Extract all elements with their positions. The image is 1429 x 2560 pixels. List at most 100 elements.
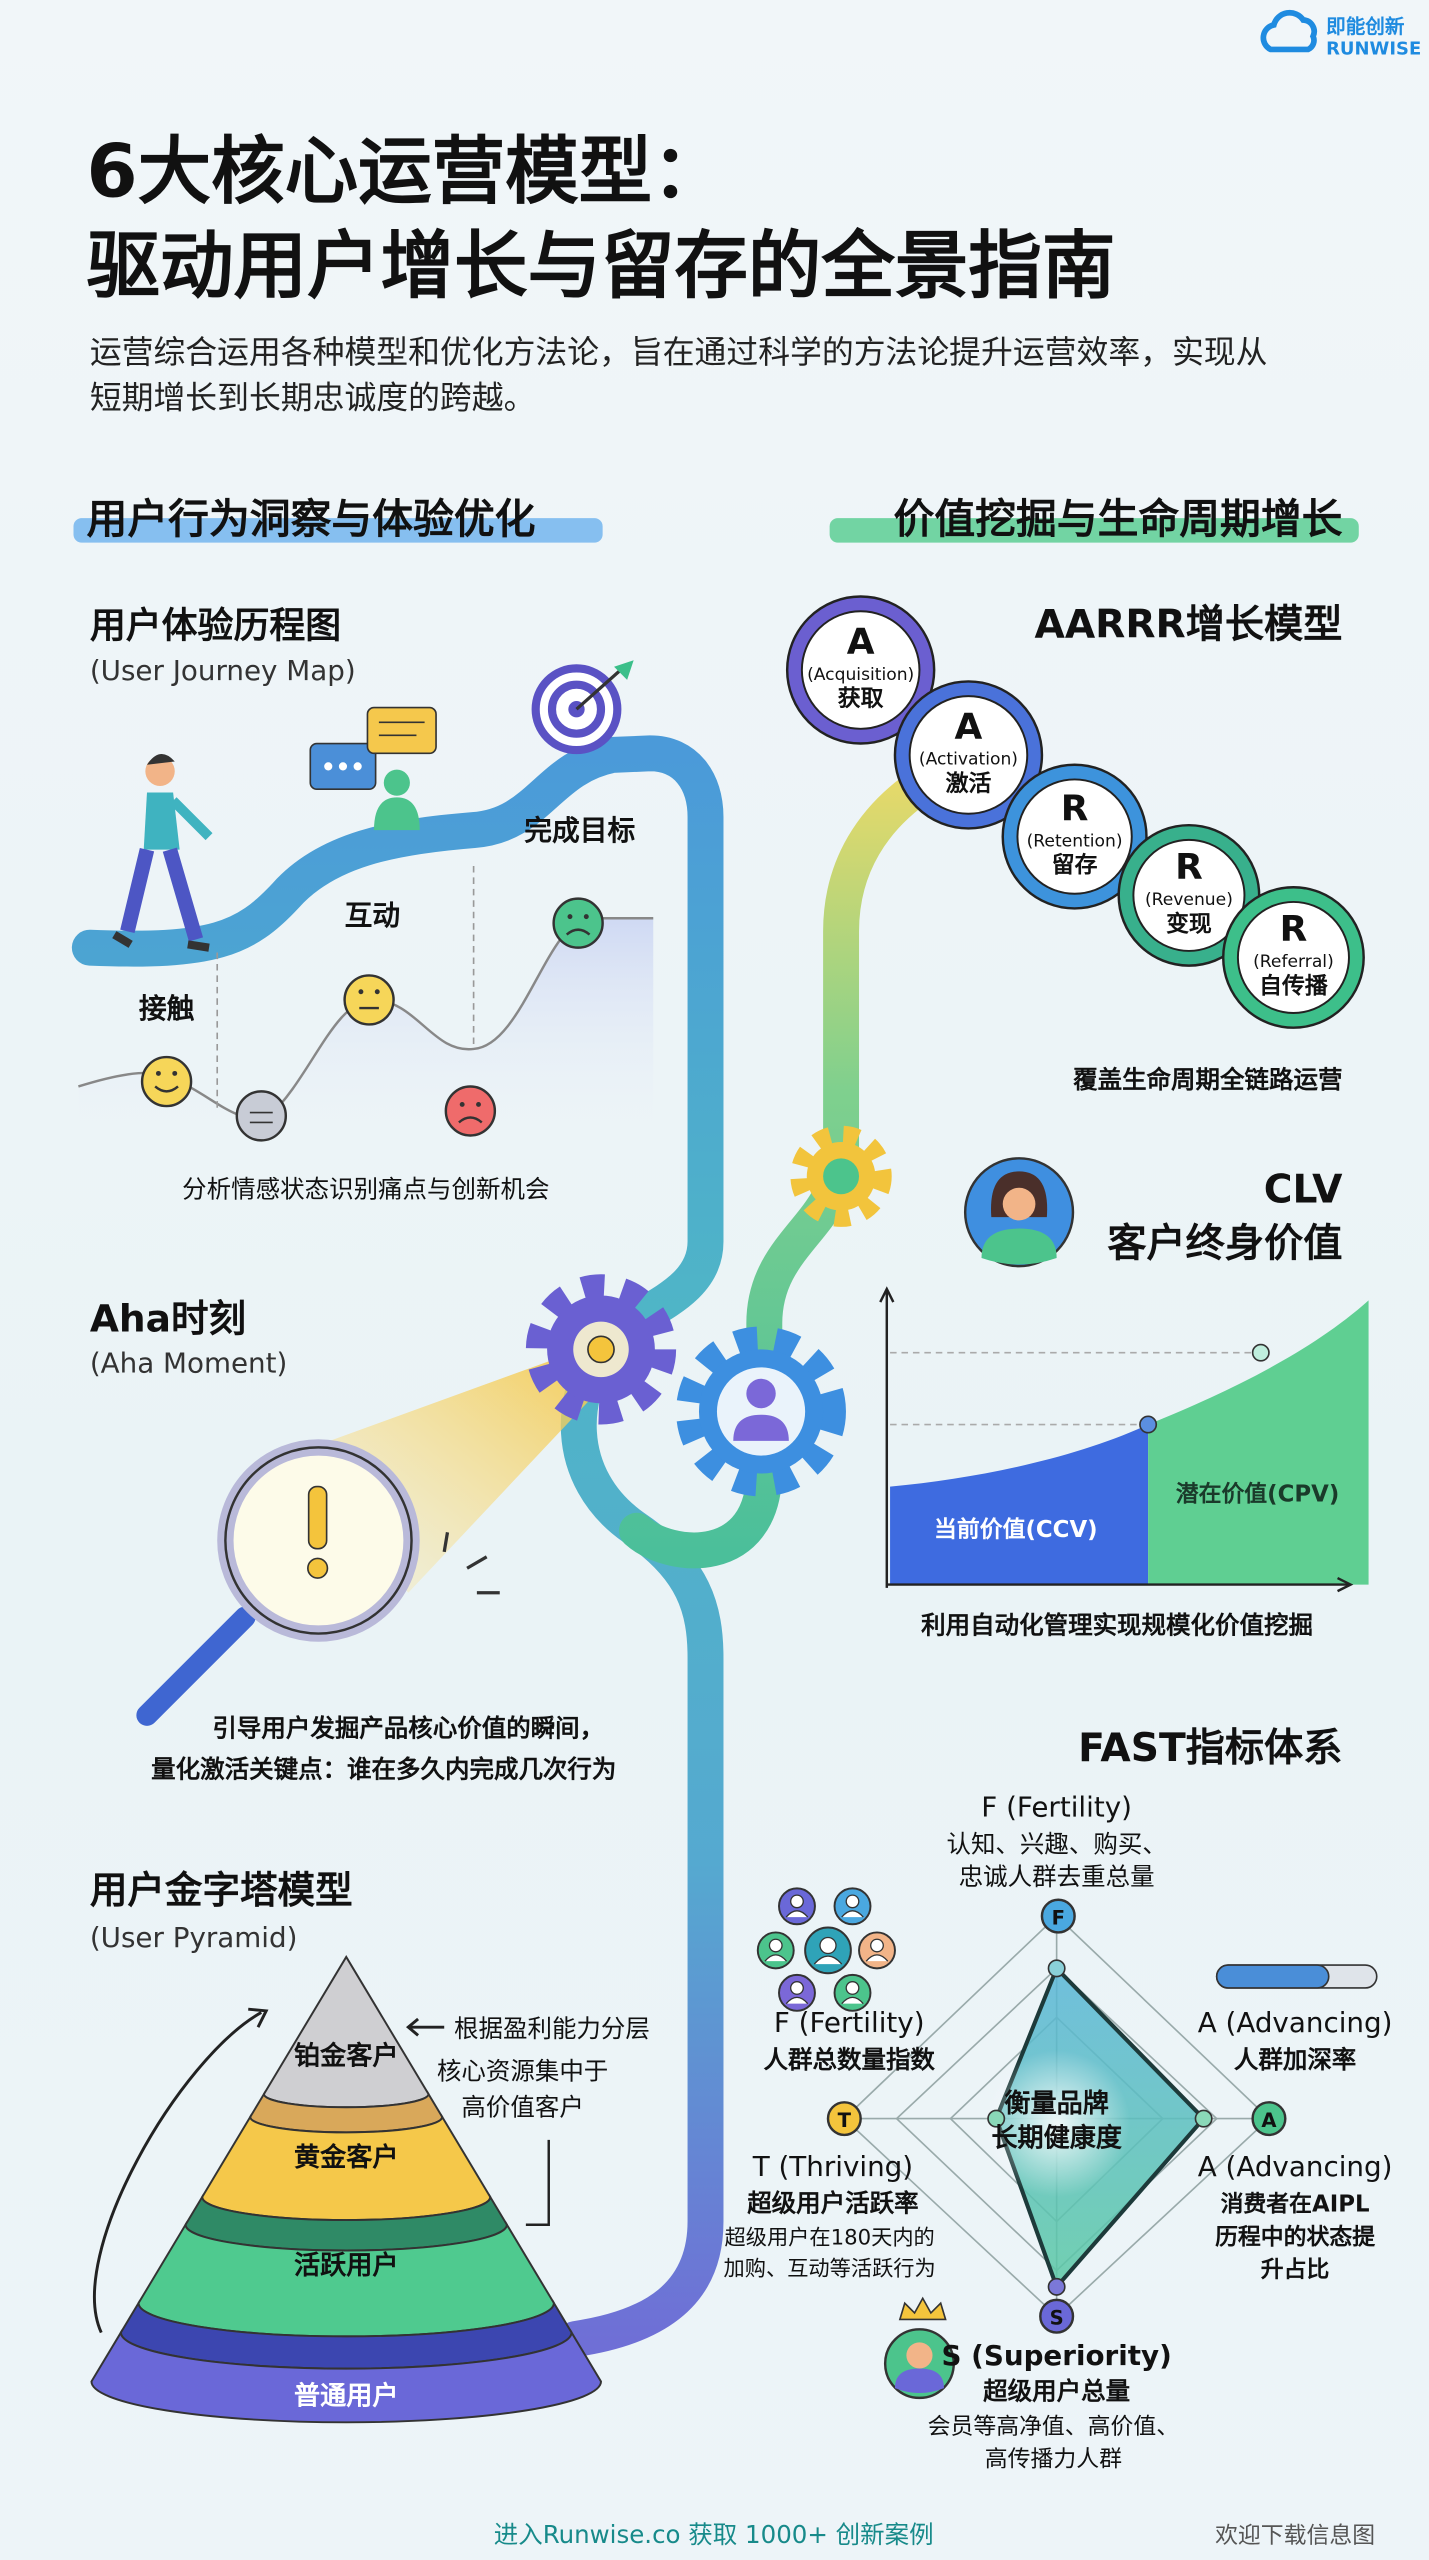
fast-right-name: A (Advancing) bbox=[1198, 2006, 1393, 2039]
growth-road bbox=[618, 766, 941, 1569]
emotion-curve-area bbox=[78, 918, 654, 1144]
fast-left-l1: 人群总数量指数 bbox=[764, 2045, 936, 2074]
aarrr-title: AARRR增长模型 bbox=[1035, 602, 1343, 647]
clv-caption: 利用自动化管理实现规模化价值挖掘 bbox=[921, 1611, 1313, 1640]
cpv-area bbox=[1148, 1300, 1369, 1585]
fast-a2-l2: 历程中的状态提 bbox=[1215, 2223, 1375, 2250]
radar-center-1: 衡量品牌 bbox=[1004, 2088, 1109, 2119]
clv-point bbox=[1251, 1343, 1270, 1362]
aarrr-letter: A bbox=[847, 622, 875, 663]
pyramid-arrow bbox=[93, 2011, 263, 2334]
subtitle-line-2: 短期增长到长期忠诚度的跨越。 bbox=[90, 379, 536, 417]
aarrr-en: (Retention) bbox=[1027, 831, 1123, 851]
arrow-head-icon bbox=[248, 2007, 269, 2028]
pyramid-layer-label: 黄金客户 bbox=[294, 2142, 399, 2173]
clv-chart: 当前价值(CCV) 潜在价值(CPV) bbox=[879, 1286, 1369, 1593]
purple-gear-icon bbox=[525, 1274, 677, 1425]
neutral-face-icon bbox=[343, 974, 395, 1026]
fast-t-name: T (Thriving) bbox=[752, 2150, 913, 2183]
stage-label-interact: 互动 bbox=[345, 899, 401, 932]
logo-cn: 即能创新 bbox=[1326, 15, 1405, 38]
aarrr-cn: 变现 bbox=[1166, 910, 1212, 937]
pyramid-layer-label: 活跃用户 bbox=[294, 2250, 399, 2281]
journey-road bbox=[71, 735, 724, 2358]
aarrr-cn: 留存 bbox=[1052, 852, 1098, 879]
ccv-area bbox=[890, 1424, 1149, 1585]
fast-t-l1: 超级用户活跃率 bbox=[747, 2189, 918, 2218]
svg-text:T: T bbox=[838, 2109, 852, 2132]
pyramid-layer-label: 普通用户 bbox=[294, 2380, 399, 2411]
aarrr-caption: 覆盖生命周期全链路运营 bbox=[1072, 1065, 1342, 1094]
pyramid-note-1: 根据盈利能力分层 bbox=[454, 2014, 650, 2043]
fast-left-name: F (Fertility) bbox=[774, 2006, 925, 2039]
title-line-1: 6大核心运营模型： bbox=[87, 129, 726, 214]
runwise-logo[interactable]: 即能创新 RUNWISE bbox=[1260, 9, 1421, 60]
aarrr-step-4: R(Revenue)变现 bbox=[1117, 823, 1261, 967]
customer-avatar-icon bbox=[963, 1157, 1075, 1268]
aarrr-en: (Referral) bbox=[1253, 952, 1334, 972]
pyramid-subtitle: (User Pyramid) bbox=[90, 1921, 298, 1954]
pyramid-layer bbox=[262, 1955, 430, 2109]
aha-title: Aha时刻 bbox=[90, 1296, 246, 1340]
sad-green-face-icon bbox=[552, 897, 604, 949]
aha-subtitle: (Aha Moment) bbox=[90, 1346, 288, 1379]
cloud-logo-icon bbox=[1260, 9, 1317, 53]
fast-s-l2: 会员等高净值、高价值、 bbox=[928, 2414, 1179, 2440]
fast-a2-name: A (Advancing) bbox=[1198, 2150, 1393, 2183]
fast-right-l1: 人群加深率 bbox=[1234, 2045, 1356, 2074]
walking-person-icon bbox=[112, 754, 213, 952]
exclamation-icon bbox=[307, 1485, 328, 1550]
aarrr-en: (Activation) bbox=[919, 750, 1018, 770]
aarrr-letter: A bbox=[955, 707, 983, 748]
aarrr-letter: R bbox=[1061, 788, 1089, 829]
footer-cta-link[interactable]: 进入Runwise.co 获取 1000+ 创新案例 bbox=[494, 2520, 934, 2549]
user-icon bbox=[373, 769, 420, 831]
section-right-highlight bbox=[829, 518, 1359, 543]
aha-caption-1: 引导用户发掘产品核心价值的瞬间， bbox=[212, 1713, 604, 1742]
clv-title: CLV bbox=[1264, 1167, 1343, 1212]
fast-a2-l1: 消费者在AIPL bbox=[1221, 2191, 1370, 2218]
svg-text:A: A bbox=[1261, 2109, 1277, 2132]
aarrr-step-1: A(Acquisition)获取 bbox=[785, 595, 936, 745]
stage-label-complete: 完成目标 bbox=[524, 814, 635, 847]
crown-user-icon bbox=[883, 2296, 955, 2400]
clv-subtitle: 客户终身价值 bbox=[1107, 1221, 1342, 1266]
aarrr-cn: 激活 bbox=[946, 770, 992, 797]
cpv-label: 潜在价值(CPV) bbox=[1176, 1480, 1340, 1507]
radar-center-2: 长期健康度 bbox=[991, 2122, 1122, 2153]
aarrr-en: (Acquisition) bbox=[807, 665, 914, 685]
logo-en: RUNWISE bbox=[1326, 38, 1421, 59]
progress-bar bbox=[1215, 1964, 1378, 1989]
fast-a2-l3: 升占比 bbox=[1261, 2257, 1330, 2283]
node-t: T bbox=[826, 2101, 862, 2137]
svg-text:F: F bbox=[1052, 1906, 1065, 1929]
node-f: F bbox=[1040, 1898, 1076, 1934]
svg-text:S: S bbox=[1050, 2306, 1064, 2329]
fast-s-l1: 超级用户总量 bbox=[983, 2377, 1130, 2406]
fast-s-name: S (Superiority) bbox=[942, 2339, 1172, 2372]
aarrr-en: (Revenue) bbox=[1145, 890, 1233, 910]
stage-label-contact: 接触 bbox=[139, 992, 195, 1025]
happy-face-icon bbox=[140, 1055, 193, 1108]
arrow-left-icon bbox=[405, 2017, 420, 2037]
node-a: A bbox=[1251, 2101, 1287, 2137]
note-bracket bbox=[525, 2139, 550, 2226]
aarrr-letter: R bbox=[1280, 909, 1308, 950]
fast-radar: 衡量品牌 长期健康度 F A T S bbox=[826, 1898, 1287, 2334]
sad-red-face-icon bbox=[444, 1085, 497, 1137]
chat-bubble-icon bbox=[309, 742, 377, 791]
fast-top-l2: 忠诚人群去重总量 bbox=[959, 1862, 1155, 1891]
aarrr-step-2: A(Activation)激活 bbox=[893, 680, 1044, 830]
pyramid-note-3: 高价值客户 bbox=[461, 2092, 583, 2121]
subtitle-line-1: 运营综合运用各种模型和优化方法论，旨在通过科学的方法论提升运营效率，实现从 bbox=[90, 333, 1268, 371]
journey-caption: 分析情感状态识别痛点与创新机会 bbox=[182, 1175, 549, 1204]
pyramid-note-2: 核心资源集中于 bbox=[437, 2056, 608, 2085]
message-bubble-icon bbox=[366, 706, 437, 755]
node-s: S bbox=[1039, 2298, 1075, 2334]
section-left-heading: 用户行为洞察与体验优化 bbox=[87, 495, 536, 543]
pyramid-layer bbox=[90, 2329, 602, 2424]
user-gear-icon bbox=[676, 1326, 846, 1497]
aarrr-funnel: A(Acquisition)获取A(Activation)激活R(Retenti… bbox=[785, 595, 1365, 1029]
spark-lines bbox=[442, 1532, 500, 1595]
